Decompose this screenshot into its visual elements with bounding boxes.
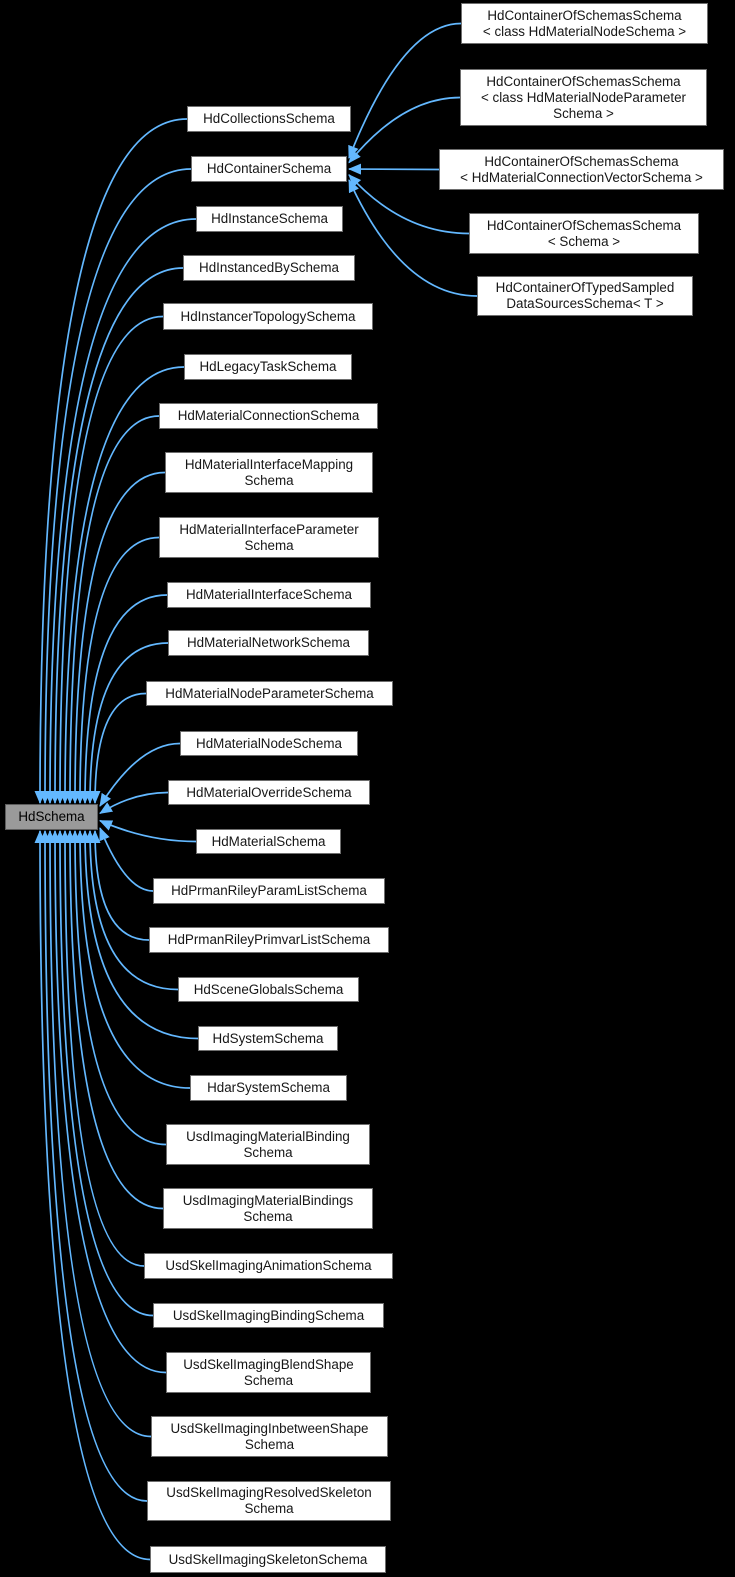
class-node-usdskelimaginginbetweenshapeschema[interactable]: UsdSkelImagingInbetweenShape Schema [151,1416,388,1457]
class-node-usdskelimagingresolvedskeletonschema[interactable]: UsdSkelImagingResolvedSkeleton Schema [147,1481,391,1521]
class-node-hdcollectionsschema[interactable]: HdCollectionsSchema [187,106,351,132]
class-node-hdmaterialoverrideschema[interactable]: HdMaterialOverrideSchema [168,780,370,805]
class-node-hdmaterialinterfaceparameterschema[interactable]: HdMaterialInterfaceParameter Schema [159,517,379,558]
class-node-hdprmanrileyprimvarlistschema[interactable]: HdPrmanRileyPrimvarListSchema [149,927,389,953]
class-node-usdskelimagingskeletonschema[interactable]: UsdSkelImagingSkeletonSchema [150,1546,386,1573]
class-node-hdmaterialnodeparameterschema[interactable]: HdMaterialNodeParameterSchema [146,681,393,706]
class-node-hdcontainerschema[interactable]: HdContainerSchema [191,156,347,182]
class-node-hdmaterialconnectionschema[interactable]: HdMaterialConnectionSchema [159,403,378,429]
class-node-hdinstanceschema[interactable]: HdInstanceSchema [196,206,343,232]
class-node-hdcontainerofschemasschema-materialconnectionvector[interactable]: HdContainerOfSchemasSchema < HdMaterialC… [439,149,724,190]
class-node-hdcontainerofschemasschema-materialnodeparameter[interactable]: HdContainerOfSchemasSchema < class HdMat… [460,69,707,126]
class-node-usdskelimagingblendshapeschema[interactable]: UsdSkelImagingBlendShape Schema [166,1352,371,1393]
class-node-hdmaterialnodeschema[interactable]: HdMaterialNodeSchema [180,731,358,756]
class-node-usdskelimagingbindingschema[interactable]: UsdSkelImagingBindingSchema [153,1303,384,1328]
class-node-usdskelimaginganimationschema[interactable]: UsdSkelImagingAnimationSchema [144,1253,393,1279]
class-node-hdsceneglobalsschema[interactable]: HdSceneGlobalsSchema [178,977,359,1002]
class-node-hdlegacytaskschema[interactable]: HdLegacyTaskSchema [184,354,352,380]
class-node-hdmaterialinterfaceschema[interactable]: HdMaterialInterfaceSchema [167,582,371,608]
class-node-hdcontainerofschemasschema-materialnode[interactable]: HdContainerOfSchemasSchema < class HdMat… [461,3,708,44]
class-node-usdimagingmaterialbindingsschema[interactable]: UsdImagingMaterialBindings Schema [163,1188,373,1229]
class-node-hdprmanrileyparamlistschema[interactable]: HdPrmanRileyParamListSchema [153,878,385,904]
class-node-hdmaterialschema[interactable]: HdMaterialSchema [196,829,341,854]
class-node-hdmaterialinterfacemappingschema[interactable]: HdMaterialInterfaceMapping Schema [165,452,373,493]
class-node-hdinstancedbyschema[interactable]: HdInstancedBySchema [183,255,355,281]
class-node-hdschema: HdSchema [5,804,98,830]
class-node-hdcontainerofschemasschema-schema[interactable]: HdContainerOfSchemasSchema < Schema > [469,213,699,254]
class-node-hdinstancertopologyschema[interactable]: HdInstancerTopologySchema [163,303,373,330]
class-node-hdcontaineroftypedsampleddatasourcesschema[interactable]: HdContainerOfTypedSampled DataSourcesSch… [477,276,693,316]
class-node-hdarsystemschema[interactable]: HdarSystemSchema [190,1075,347,1101]
class-node-hdmaterialnetworkschema[interactable]: HdMaterialNetworkSchema [168,630,369,656]
class-node-usdimagingmaterialbindingschema[interactable]: UsdImagingMaterialBinding Schema [166,1124,370,1165]
class-node-hdsystemschema[interactable]: HdSystemSchema [198,1026,338,1051]
